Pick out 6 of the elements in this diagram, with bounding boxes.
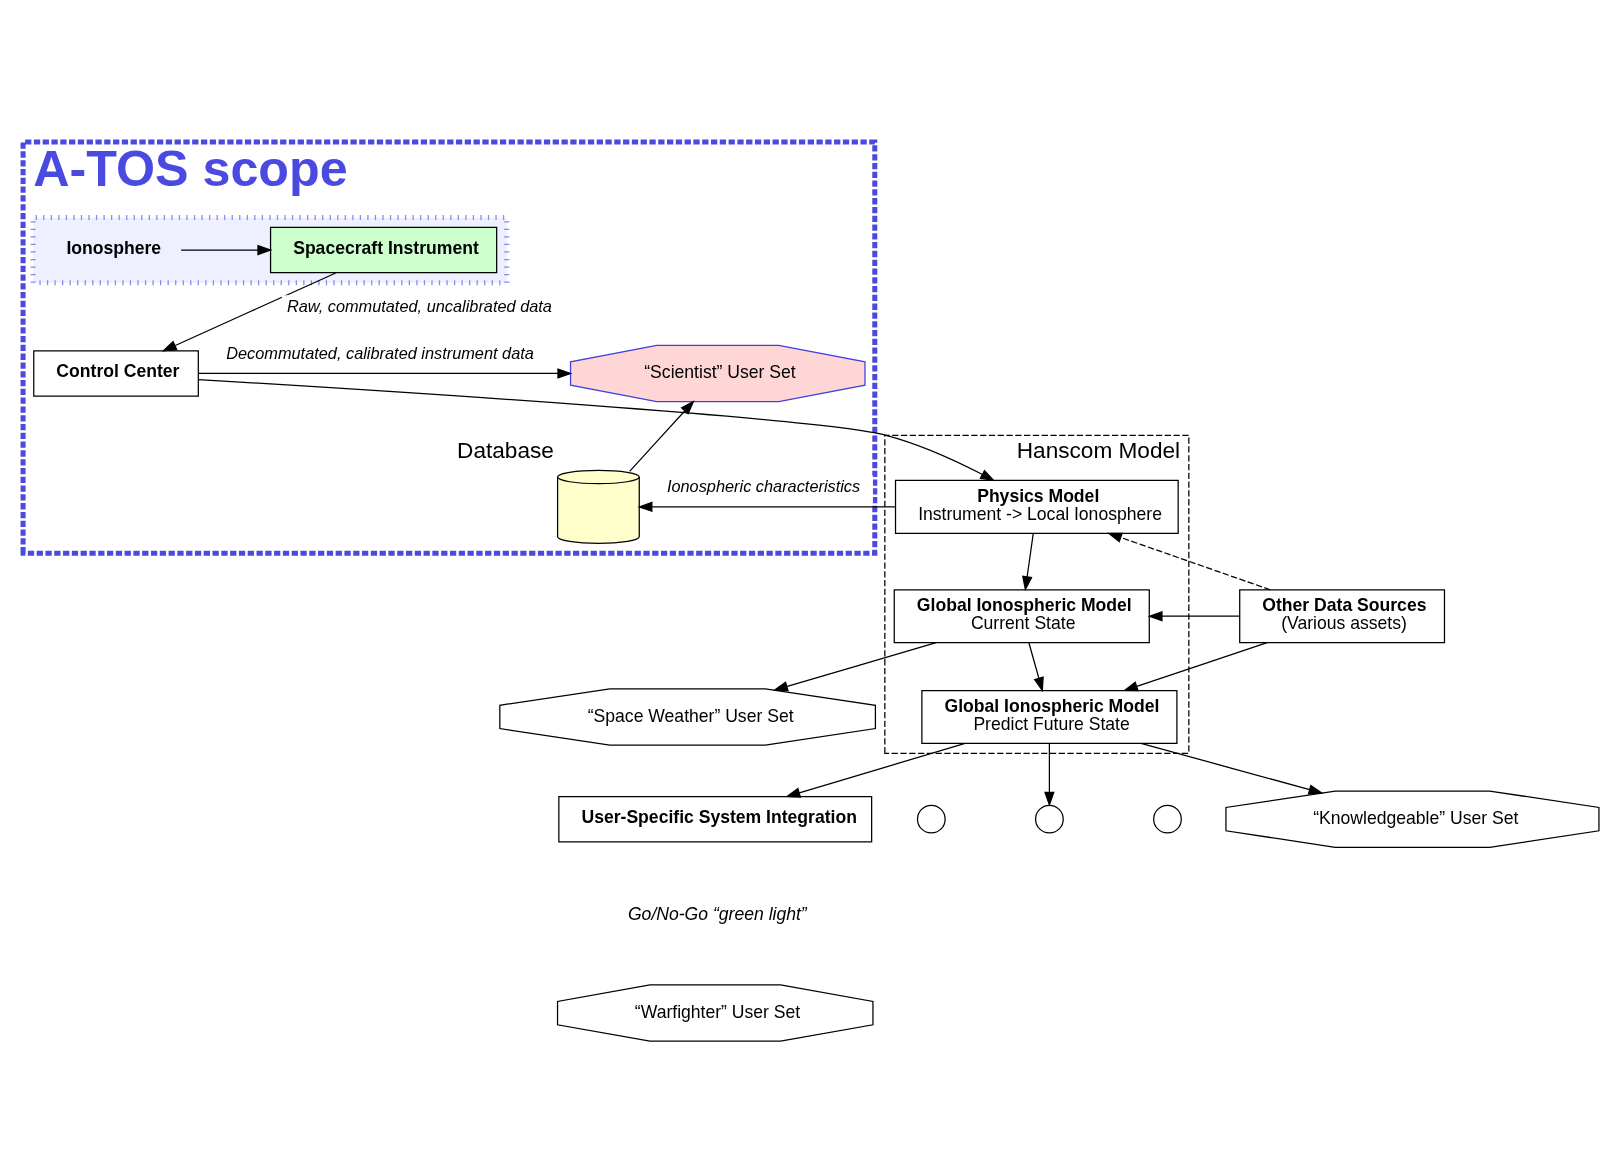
label: Go/No-Go “green light” xyxy=(627,903,807,924)
edge-label: Ionospheric characteristics xyxy=(666,477,861,496)
node-text: Ionosphere xyxy=(66,237,162,258)
node-label: Database xyxy=(457,438,554,464)
edge-label: Raw, commutated, uncalibrated data xyxy=(286,297,552,316)
edge-label: Decommutated, calibrated instrument data xyxy=(226,343,534,362)
